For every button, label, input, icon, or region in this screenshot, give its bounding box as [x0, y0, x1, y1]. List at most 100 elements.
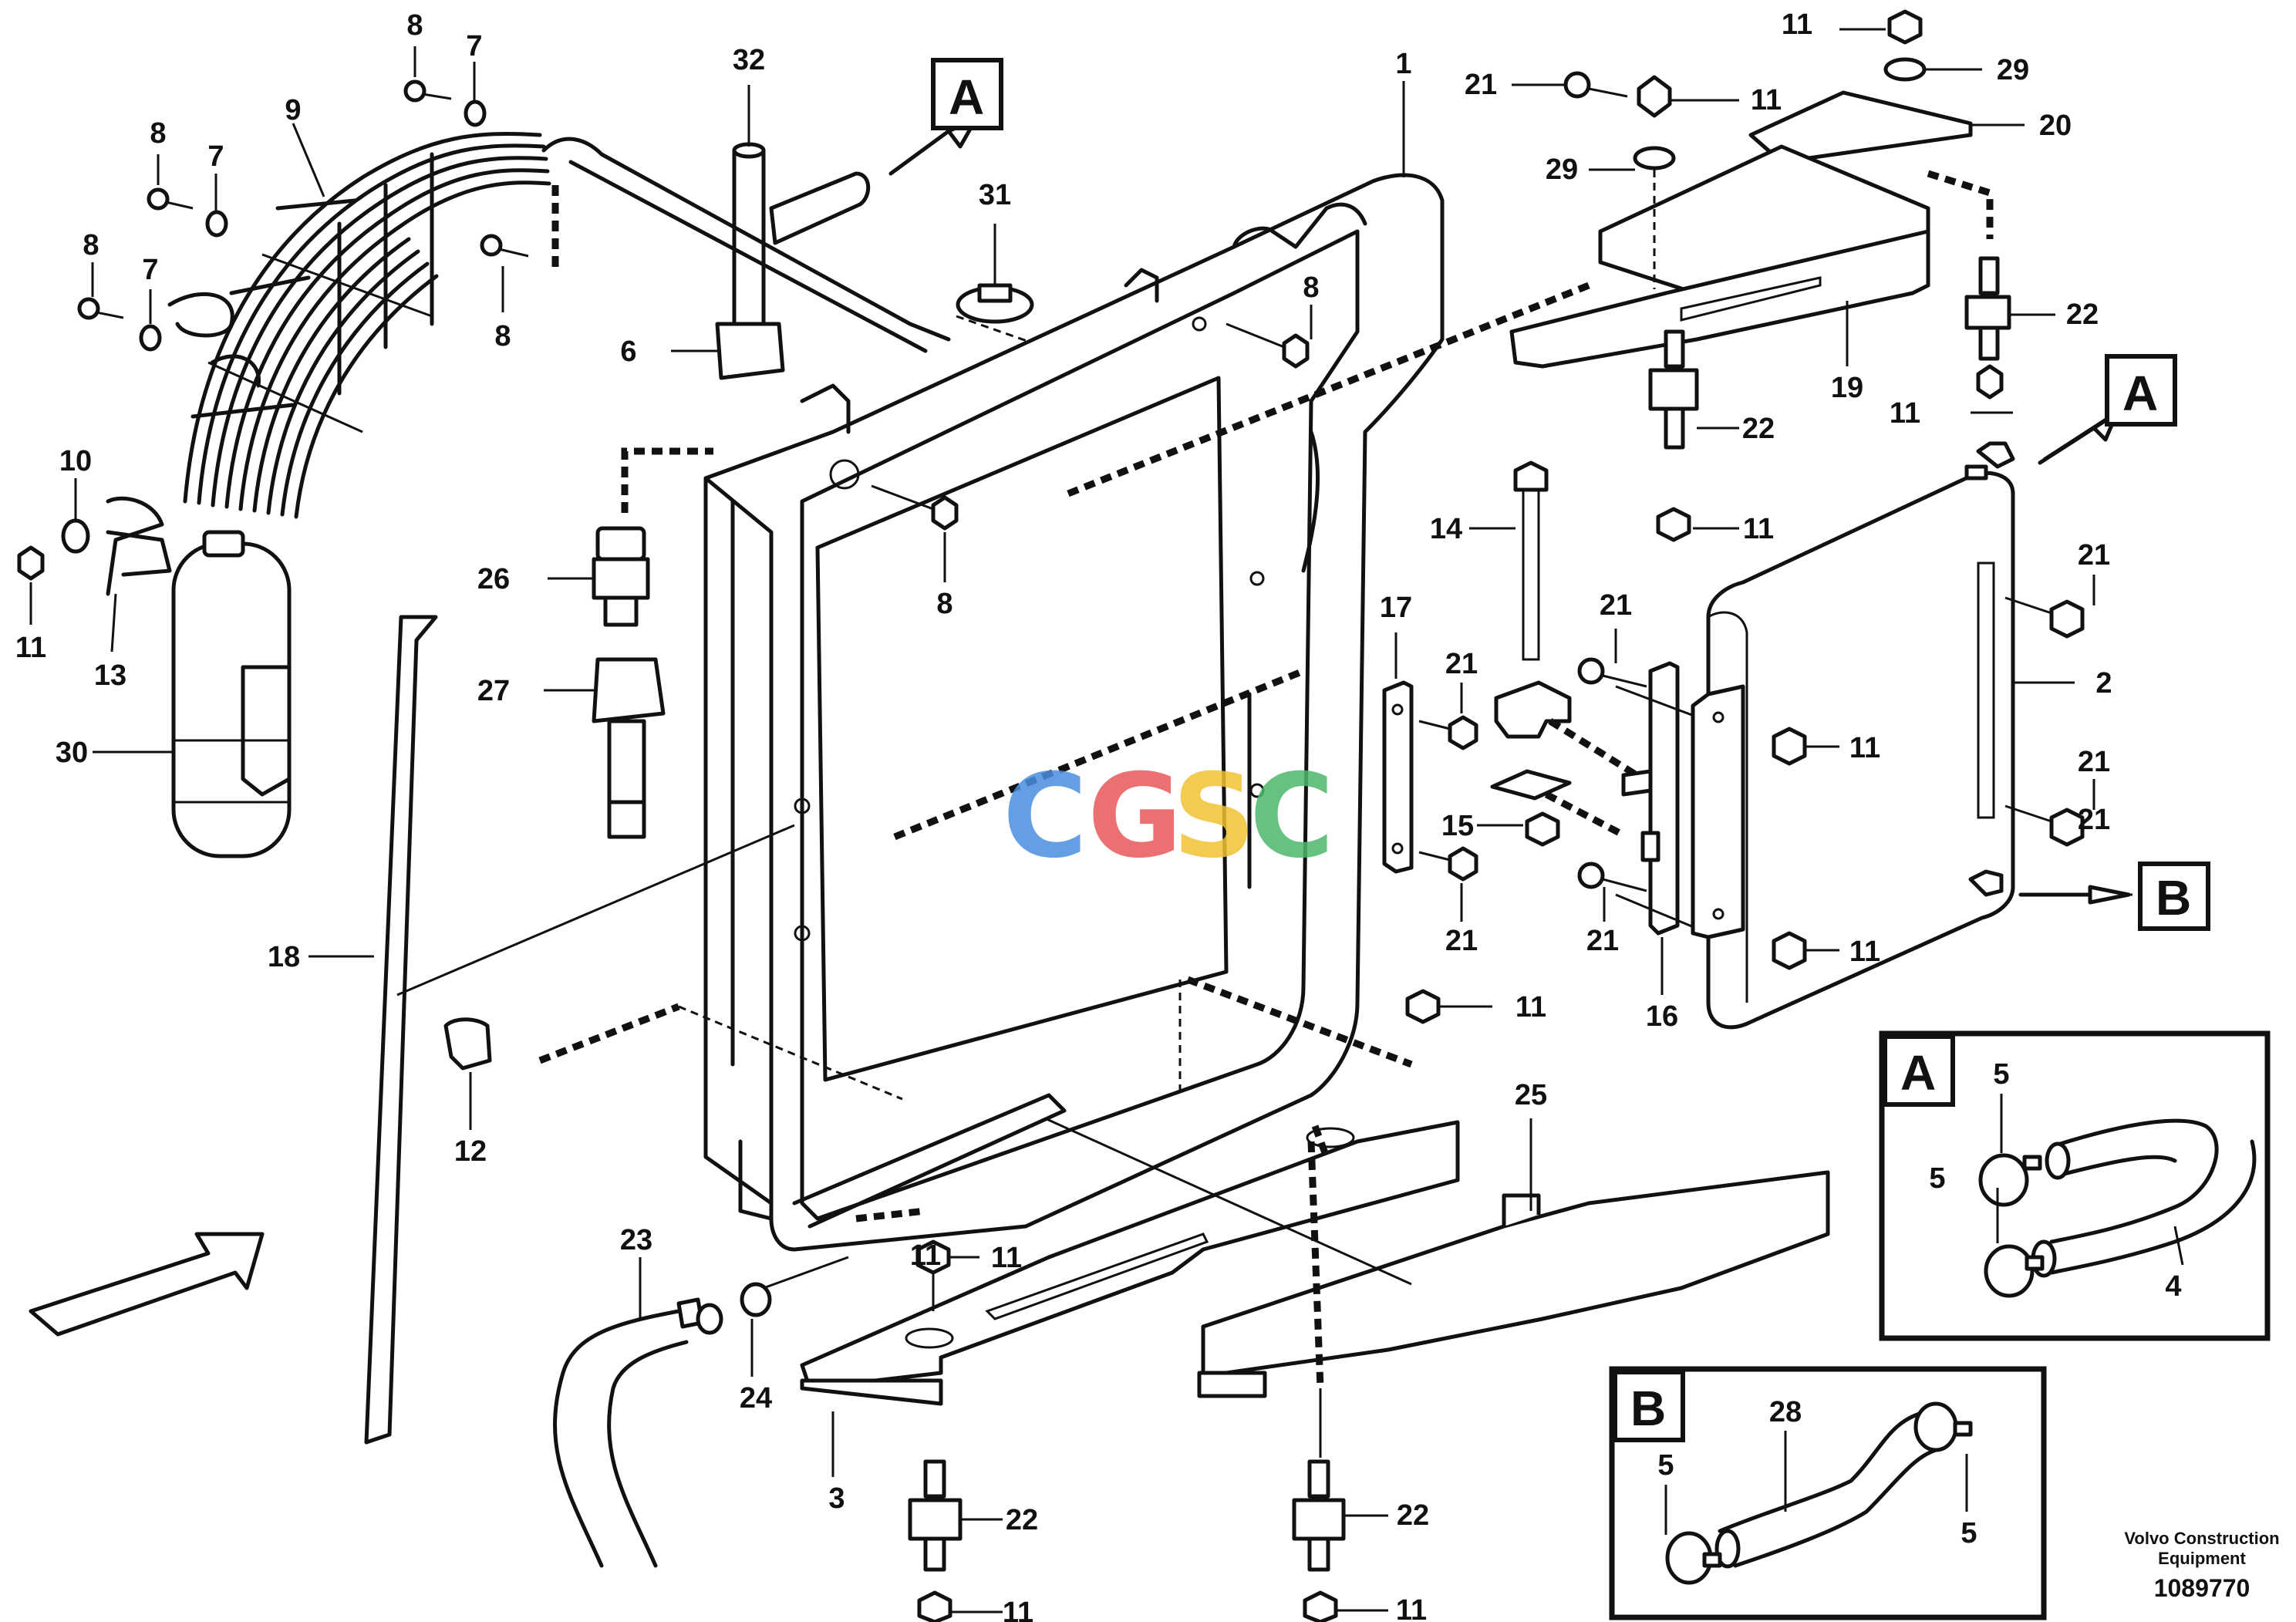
callout-24: 24 — [740, 1382, 772, 1415]
callout-11: 11 — [1751, 84, 1782, 116]
callout-8: 8 — [936, 588, 952, 620]
callout-26: 26 — [477, 563, 510, 595]
svg-text:B: B — [2156, 870, 2191, 926]
callout-22: 22 — [1397, 1499, 1429, 1532]
ref-box-b-right: B — [2138, 862, 2210, 931]
expansion-tank — [171, 530, 292, 858]
nut-11-support3 — [915, 1239, 951, 1275]
document-number: 1089770 — [2154, 1574, 2250, 1602]
seal-strip — [364, 615, 438, 1445]
oil-cooler — [1691, 441, 2015, 1030]
bolts-21-bracket16 — [1577, 657, 1647, 892]
callout-22: 22 — [1742, 413, 1775, 445]
callout-11: 11 — [1396, 1594, 1427, 1622]
callout-28: 28 — [1769, 1396, 1802, 1428]
callout-numbers: 8 7 9 8 7 8 7 8 10 11 13 30 32 6 31 26 2… — [15, 8, 2182, 1622]
bolts-21-bracket17 — [1418, 715, 1478, 882]
callout-21: 21 — [1445, 648, 1478, 680]
svg-text:A: A — [2122, 366, 2158, 421]
callout-7: 7 — [466, 30, 482, 62]
temperature-sensor — [592, 526, 650, 627]
detail-b-hose — [1665, 1401, 1973, 1585]
tank-bracket — [106, 496, 172, 596]
footer: Volvo Construction Equipment 1089770 — [2124, 1529, 2279, 1602]
callout-23: 23 — [620, 1224, 652, 1256]
bolt-21-top — [1563, 71, 1676, 170]
callout-5: 5 — [1961, 1517, 1977, 1549]
isolator-22-lower-left — [908, 1459, 963, 1622]
callout-5: 5 — [1657, 1449, 1674, 1482]
company-name-line2: Equipment — [2158, 1549, 2246, 1568]
detail-a-frame — [1879, 1030, 2271, 1341]
callout-8: 8 — [83, 229, 99, 261]
svg-text:B: B — [1630, 1381, 1666, 1436]
coolant-hose — [541, 137, 951, 342]
callout-21: 21 — [2078, 539, 2110, 572]
callout-11: 11 — [1890, 397, 1920, 430]
callout-18: 18 — [268, 941, 300, 973]
bracket-15 — [1490, 680, 1572, 847]
callout-1: 1 — [1395, 48, 1411, 80]
bolt-8-upper — [1226, 322, 1310, 369]
bolts-21-cooler-right — [2004, 596, 2085, 847]
ref-box-a-right: A — [2105, 354, 2177, 427]
callout-19: 19 — [1831, 372, 1863, 404]
callout-11: 11 — [1003, 1597, 1033, 1622]
callout-11: 11 — [910, 1239, 941, 1272]
callout-8: 8 — [406, 9, 423, 42]
isolator-22-right — [1964, 256, 2011, 400]
callout-29: 29 — [1997, 54, 2029, 86]
detail-b-label: B — [1613, 1370, 1685, 1442]
callout-21: 21 — [1586, 925, 1619, 957]
callout-32: 32 — [733, 44, 765, 76]
nut-11-left — [17, 545, 45, 581]
isolator-22-lower-right — [1292, 1459, 1346, 1622]
callout-27: 27 — [477, 675, 510, 707]
nut-11-lower-frame — [1405, 989, 1441, 1024]
callout-5: 5 — [1929, 1162, 1945, 1195]
detail-a-label: A — [1883, 1034, 1955, 1107]
watermark-letter-g: G — [1087, 750, 1182, 884]
airflow-arrow — [29, 1232, 265, 1337]
callout-9: 9 — [285, 94, 301, 126]
callout-13: 13 — [94, 659, 126, 692]
callout-8: 8 — [1303, 271, 1319, 304]
callout-11: 11 — [1782, 8, 1812, 41]
callout-21: 21 — [1465, 69, 1497, 101]
callout-2: 2 — [2095, 667, 2112, 700]
callout-11: 11 — [15, 632, 46, 664]
callout-3: 3 — [828, 1482, 845, 1515]
nut-11-top — [1887, 9, 1923, 45]
isolator-22-mid — [1648, 329, 1699, 542]
filler-pipe — [715, 142, 871, 380]
callout-25: 25 — [1515, 1079, 1547, 1111]
svg-text:A: A — [1900, 1045, 1936, 1101]
callout-21: 21 — [1600, 589, 1632, 622]
lower-support-25 — [1197, 1127, 1830, 1398]
callout-16: 16 — [1646, 1000, 1678, 1033]
callout-31: 31 — [979, 179, 1011, 211]
callout-14: 14 — [1430, 513, 1462, 545]
callout-8: 8 — [150, 117, 166, 150]
callout-8: 8 — [494, 320, 511, 352]
svg-text:A: A — [949, 69, 984, 125]
callout-10: 10 — [59, 445, 92, 477]
watermark-letter-s: S — [1172, 750, 1256, 884]
washer-29-top — [1883, 57, 1927, 82]
callout-11: 11 — [1849, 936, 1880, 968]
callout-15: 15 — [1441, 810, 1474, 842]
watermark: C G S C — [1003, 750, 1334, 884]
callout-12: 12 — [454, 1135, 487, 1168]
bolt-set-upper-left — [77, 79, 529, 352]
lower-support-3 — [800, 1120, 1460, 1406]
bolt-8-center — [871, 484, 959, 531]
mount-bracket-16 — [1621, 661, 1680, 936]
radiator-cap — [956, 283, 1034, 324]
long-bolt-14 — [1513, 460, 1549, 661]
callout-17: 17 — [1380, 592, 1412, 624]
nut-11-cooler-upper — [1772, 727, 1807, 766]
detail-b-frame — [1609, 1366, 2047, 1620]
callout-4: 4 — [2165, 1270, 2181, 1303]
mount-bracket-17 — [1382, 680, 1414, 874]
